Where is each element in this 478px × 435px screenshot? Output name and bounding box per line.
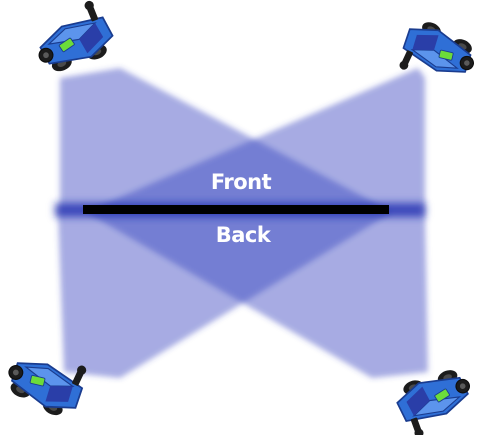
front-label: Front [211, 170, 272, 194]
back-label: Back [216, 223, 272, 247]
projection-surface [83, 205, 389, 214]
